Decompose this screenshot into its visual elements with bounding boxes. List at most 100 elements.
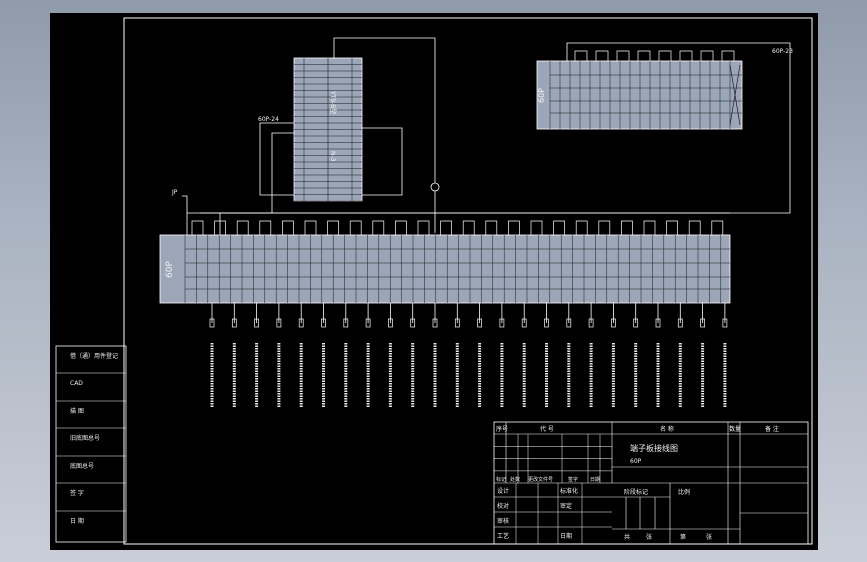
terminal-strip-60p: 60P <box>159 234 731 304</box>
jumper-link <box>282 220 294 235</box>
cable-gland <box>700 318 705 328</box>
cable-gland <box>566 318 572 328</box>
jumper-link <box>259 220 272 235</box>
cable-gland <box>298 318 304 328</box>
jumper-link <box>349 220 362 235</box>
sign-label: 签字 <box>568 476 578 483</box>
jumper-link <box>440 220 452 235</box>
header-name: 名 称 <box>660 425 674 433</box>
panel-row-label: 底图总号 <box>70 462 94 470</box>
count-label: 处数 <box>510 476 520 483</box>
sign-role-label: 标准化 <box>560 487 578 495</box>
jumper-link <box>711 220 724 235</box>
page-of-label: 张 <box>706 533 712 541</box>
cable-gland <box>388 318 393 328</box>
label-60p-24: 60P-24 <box>258 116 279 123</box>
cable-gland <box>231 318 237 328</box>
cable-gland <box>454 318 460 328</box>
jumper-link <box>304 220 317 235</box>
cable-gland <box>655 318 661 328</box>
jumper-link <box>700 50 714 61</box>
mark-label: 标记 <box>496 476 506 483</box>
wiring-diagram-canvas[interactable]: YT9-B型 N-3 60P-24 JP 60P 60P-23 <box>50 13 818 550</box>
label-60p-main: 60P <box>165 261 175 278</box>
cable-gland <box>209 318 215 328</box>
jumper-link <box>679 50 693 61</box>
cable-gland <box>365 318 371 328</box>
jumper-link <box>721 50 735 61</box>
cable-gland <box>633 318 639 328</box>
cable-gland <box>343 318 349 328</box>
jumper-link <box>666 220 678 235</box>
sign-role-label: 审定 <box>560 502 572 510</box>
terminal-block-60p-23: 60P <box>536 60 743 130</box>
panel-row-label: 旧底图总号 <box>70 434 100 442</box>
date-label: 日期 <box>590 477 600 483</box>
jumper-link <box>643 220 656 235</box>
cable-gland <box>410 318 416 328</box>
jumper-link <box>637 50 651 61</box>
jumper-link <box>688 220 701 235</box>
jumper-link <box>395 220 407 235</box>
jumper-link <box>658 50 672 61</box>
jumper-link <box>530 220 543 235</box>
cable-gland <box>677 318 683 328</box>
label-jp: JP <box>171 189 178 196</box>
sign-role-label: 审核 <box>497 517 509 525</box>
sign-role-label: 校对 <box>497 502 509 510</box>
sheet-of-label: 第 <box>680 533 686 541</box>
page-label: 张 <box>646 533 652 541</box>
cable-gland <box>477 318 482 328</box>
cable-gland <box>611 318 616 328</box>
jumper-link <box>372 220 385 235</box>
drawing-frame <box>123 17 813 545</box>
sign-role-label: 日期 <box>560 532 572 540</box>
panel-row-label: CAD <box>70 380 83 387</box>
drawing-title: 端子板接线图 <box>630 443 678 453</box>
header-remark: 备 注 <box>765 425 779 433</box>
jumper-link <box>191 220 204 235</box>
drawing-subtitle: 60P <box>630 458 642 465</box>
panel-row-label: 日 期 <box>70 517 84 525</box>
cable-gland <box>321 318 326 328</box>
jumper-link <box>508 220 520 235</box>
jumper-link <box>485 220 498 235</box>
panel-row-label: 描 图 <box>70 407 84 415</box>
title-block: 序号 代 号 名 称 数量 备 注 端子板接线图 60P 标记 处数 更改文件号… <box>493 421 809 545</box>
jumper-link <box>327 220 339 235</box>
cable-gland <box>432 318 438 328</box>
jumper-link <box>598 220 611 235</box>
header-code: 代 号 <box>540 425 554 433</box>
jumper-link <box>462 220 475 235</box>
jumper-link <box>574 50 588 61</box>
cable-gland <box>722 318 728 328</box>
ground-icon <box>430 182 440 192</box>
sheet-label: 共 <box>624 533 630 541</box>
cable-gland <box>544 318 549 328</box>
jumper-link <box>616 50 630 61</box>
panel-row-label: 签 字 <box>70 489 84 497</box>
module-sublabel: N-3 <box>329 151 336 162</box>
terminal-end-cap <box>729 64 741 126</box>
jumper-link <box>214 220 226 235</box>
sign-role-label: 设计 <box>497 487 509 495</box>
sign-role-label: 工艺 <box>497 532 509 540</box>
jumper-link <box>236 220 249 235</box>
panel-row-label: 借（通）用件登记 <box>70 352 118 360</box>
label-60p-23: 60P-23 <box>772 48 793 55</box>
jumper-link <box>595 50 609 61</box>
scale-label: 比例 <box>678 488 690 496</box>
module-label: YT9-B型 <box>329 90 337 114</box>
header-no: 序号 <box>496 425 508 433</box>
jumper-link <box>575 220 588 235</box>
change-doc-label: 更改文件号 <box>528 476 553 483</box>
cable-gland <box>521 318 527 328</box>
label-60p-right: 60P <box>537 88 546 103</box>
module-block: YT9-B型 N-3 <box>293 57 363 202</box>
cable-gland <box>254 318 259 328</box>
cable-gland <box>499 318 505 328</box>
jumper-link <box>553 220 565 235</box>
stage-label: 阶段标记 <box>624 488 648 496</box>
